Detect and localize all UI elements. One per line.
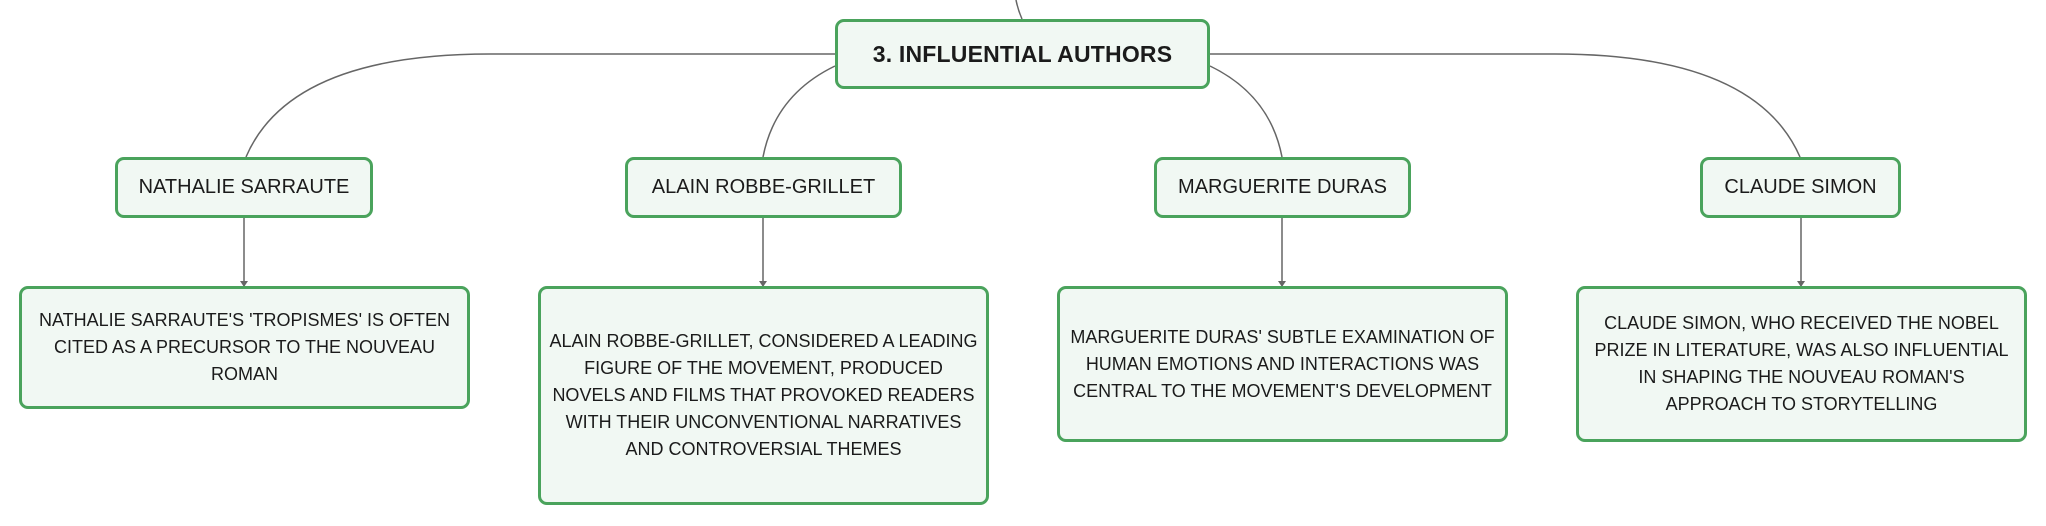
author-node-claude-simon[interactable]: CLAUDE SIMON bbox=[1700, 157, 1901, 218]
description-node-marguerite-duras[interactable]: MARGUERITE DURAS' SUBTLE EXAMINATION OF … bbox=[1057, 286, 1508, 442]
author-node-marguerite-duras[interactable]: MARGUERITE DURAS bbox=[1154, 157, 1411, 218]
root-node-influential-authors[interactable]: 3. INFLUENTIAL AUTHORS bbox=[835, 19, 1210, 89]
author-description: CLAUDE SIMON, WHO RECEIVED THE NOBEL PRI… bbox=[1594, 313, 2009, 414]
author-name: CLAUDE SIMON bbox=[1724, 176, 1877, 198]
author-name: MARGUERITE DURAS bbox=[1178, 176, 1387, 198]
arrowhead-desc-2 bbox=[759, 281, 767, 287]
root-node-label: 3. INFLUENTIAL AUTHORS bbox=[872, 40, 1173, 67]
author-name: NATHALIE SARRAUTE bbox=[138, 176, 350, 198]
author-description: MARGUERITE DURAS' SUBTLE EXAMINATION OF … bbox=[1070, 326, 1495, 401]
description-node-alain-robbe-grillet[interactable]: ALAIN ROBBE-GRILLET, CONSIDERED A LEADIN… bbox=[538, 286, 989, 505]
author-node-nathalie-sarraute[interactable]: NATHALIE SARRAUTE bbox=[115, 157, 373, 218]
arrowhead-desc-1 bbox=[240, 281, 248, 287]
connector-root-to-author-4 bbox=[1210, 53, 1801, 158]
author-name: ALAIN ROBBE-GRILLET bbox=[651, 176, 876, 198]
connector-root-to-author-2 bbox=[762, 65, 836, 158]
author-description: NATHALIE SARRAUTE'S 'TROPISMES' IS OFTEN… bbox=[38, 310, 451, 384]
description-node-nathalie-sarraute[interactable]: NATHALIE SARRAUTE'S 'TROPISMES' IS OFTEN… bbox=[19, 286, 470, 409]
arrowhead-desc-4 bbox=[1797, 281, 1805, 287]
arrowhead-desc-3 bbox=[1278, 281, 1286, 287]
author-node-alain-robbe-grillet[interactable]: ALAIN ROBBE-GRILLET bbox=[625, 157, 902, 218]
connector-root-to-author-1 bbox=[245, 53, 835, 158]
connector-parent-to-root bbox=[1015, 0, 1023, 20]
description-node-claude-simon[interactable]: CLAUDE SIMON, WHO RECEIVED THE NOBEL PRI… bbox=[1576, 286, 2027, 442]
connector-root-to-author-3 bbox=[1209, 65, 1283, 158]
author-description: ALAIN ROBBE-GRILLET, CONSIDERED A LEADIN… bbox=[549, 331, 978, 459]
